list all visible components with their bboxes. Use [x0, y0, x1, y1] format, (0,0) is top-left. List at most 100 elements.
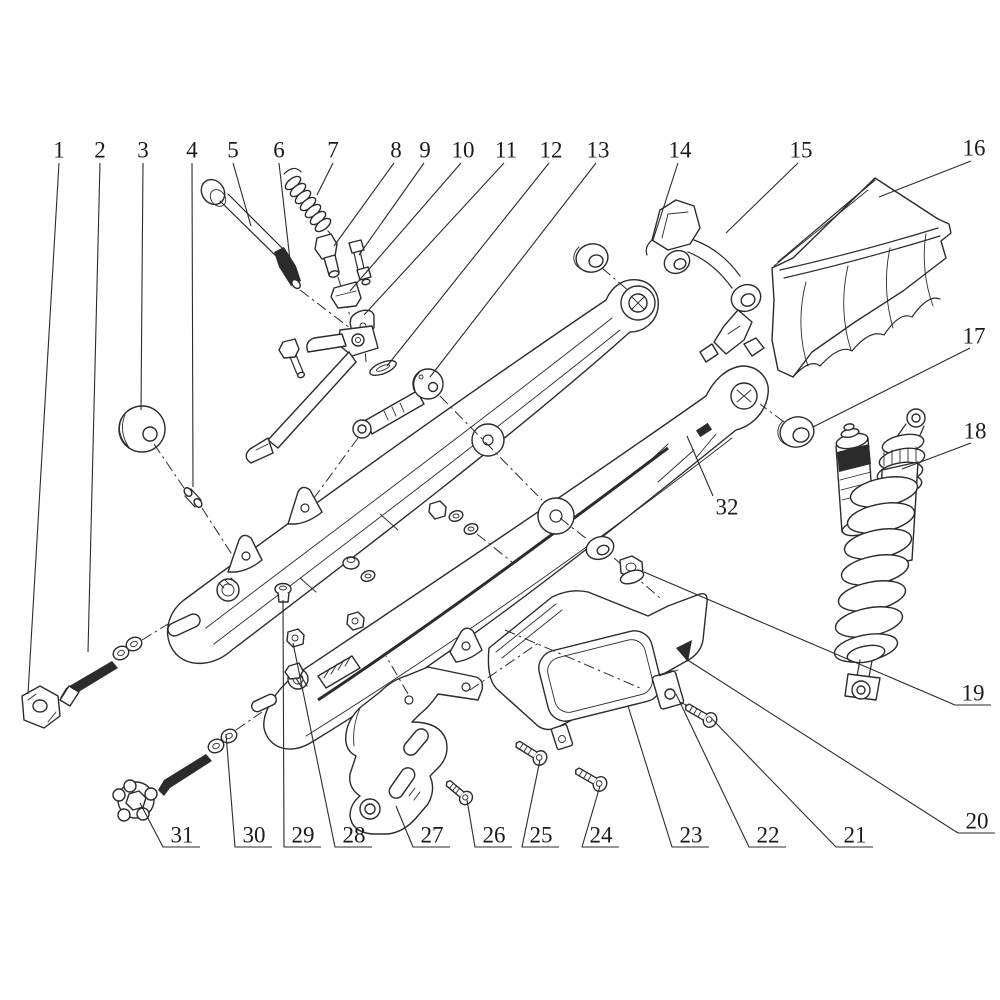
swingarm-left-arm: [166, 279, 659, 665]
callout-11-label: 11: [495, 138, 517, 163]
guide-mount-bolt: [445, 780, 474, 806]
callout-9-label: 9: [419, 138, 431, 163]
callout-6-leader: [278, 162, 291, 261]
callout-23-leader: [627, 705, 709, 848]
adjuster-bolt-right: [158, 728, 238, 796]
tensioner-arm: [713, 309, 753, 355]
rear-shock-absorber: [833, 408, 926, 701]
tensioner-bracket: [645, 199, 765, 363]
damper-block: [330, 281, 362, 309]
lower-chain-guard: [487, 590, 708, 751]
callout-31-leader: [139, 802, 200, 848]
pivot-bushing-right: [777, 416, 815, 448]
callout-30-leader: [225, 733, 272, 848]
mount-bolt-front: [515, 740, 548, 766]
callout-7-label: 7: [327, 138, 339, 163]
pivot-bushing-left: [573, 243, 609, 273]
callout-31-label: 31: [171, 823, 194, 848]
mount-tab: [449, 627, 483, 663]
mount-tab: [287, 486, 323, 525]
callout-14-label: 14: [669, 138, 693, 163]
mount-bolt-mid: [575, 767, 608, 792]
guard-front-tab: [550, 723, 574, 751]
callout-2-label: 2: [94, 138, 106, 163]
callout-19-label: 19: [962, 681, 985, 706]
guard-mount-tab: [651, 669, 685, 710]
shoulder-bolt: [314, 233, 340, 278]
callout-3-leader: [140, 162, 144, 411]
callout-15-label: 15: [790, 138, 813, 163]
chain-guide: [345, 666, 484, 835]
adjuster-boss-left: [216, 578, 240, 602]
callout-11-leader: [363, 162, 505, 316]
callout-28-leader: [292, 642, 372, 848]
chain-slider-pad: [317, 655, 361, 689]
callout-13-leader: [429, 162, 597, 378]
callout-30-label: 30: [243, 823, 266, 848]
callout-16-leader: [878, 160, 972, 198]
lock-nut: [346, 611, 365, 631]
callout-6-label: 6: [273, 138, 285, 163]
dome-nut: [342, 556, 376, 582]
arm-boss: [471, 423, 505, 457]
callout-27-leader: [395, 805, 450, 848]
callout-22-leader: [675, 693, 786, 848]
callout-27-label: 27: [421, 823, 444, 848]
stand-bolt: [278, 338, 306, 379]
callout-18-label: 18: [964, 419, 987, 444]
callout-18-leader: [901, 442, 972, 470]
callout-21-label: 21: [844, 823, 867, 848]
oval-washer: [369, 359, 397, 377]
callout-17-leader: [812, 347, 971, 428]
chain-roller: [118, 405, 166, 453]
callout-29-leader: [282, 599, 321, 848]
chain-adjuster-block: [21, 685, 61, 729]
callout-4-label: 4: [186, 138, 198, 163]
callout-22-label: 22: [757, 823, 780, 848]
callout-26-leader: [466, 799, 512, 848]
axle-slot-left: [167, 613, 201, 637]
callout-13-label: 13: [587, 138, 610, 163]
callout-26-label: 26: [483, 823, 506, 848]
callout-20-leader: [685, 658, 995, 834]
callout-7-leader: [316, 162, 334, 196]
callout-29-label: 29: [292, 823, 315, 848]
adjuster-bolt-left: [59, 636, 143, 707]
callout-5-leader: [232, 162, 252, 227]
roller-pin: [183, 487, 203, 508]
callout-9-leader: [358, 162, 425, 256]
callout-24-label: 24: [590, 823, 614, 848]
brake-link-disc: [412, 368, 444, 400]
mount-bolt-rear: [685, 703, 718, 728]
callout-12-label: 12: [540, 138, 563, 163]
callout-8-label: 8: [390, 138, 402, 163]
callout-25-leader: [521, 759, 559, 848]
callout-20-label: 20: [966, 809, 989, 834]
shock-coil-spring: [833, 476, 919, 663]
callout-19-leader: [643, 571, 991, 706]
lock-nut: [286, 628, 305, 648]
mount-tab: [227, 534, 263, 573]
arm-boss: [537, 497, 575, 535]
callout-15-leader: [725, 162, 799, 234]
callout-32-leader: [686, 435, 714, 497]
callout-3-label: 3: [137, 138, 149, 163]
upper-chain-guard: [771, 177, 952, 378]
callout-28-label: 28: [343, 823, 366, 848]
callout-17-label: 17: [963, 324, 986, 349]
callout-1-leader: [27, 162, 60, 695]
callout-24-leader: [581, 785, 619, 848]
callout-8-leader: [333, 162, 395, 247]
callout-12-leader: [386, 162, 550, 367]
side-stand-spring: [283, 167, 334, 247]
adjuster-cam: [112, 779, 158, 822]
callout-10-leader: [349, 162, 462, 292]
callout-2-leader: [87, 162, 101, 653]
callout-16-label: 16: [963, 136, 986, 161]
callout-32-label: 32: [716, 495, 739, 520]
callout-1-label: 1: [53, 138, 65, 163]
axle-bolt: [200, 178, 301, 290]
